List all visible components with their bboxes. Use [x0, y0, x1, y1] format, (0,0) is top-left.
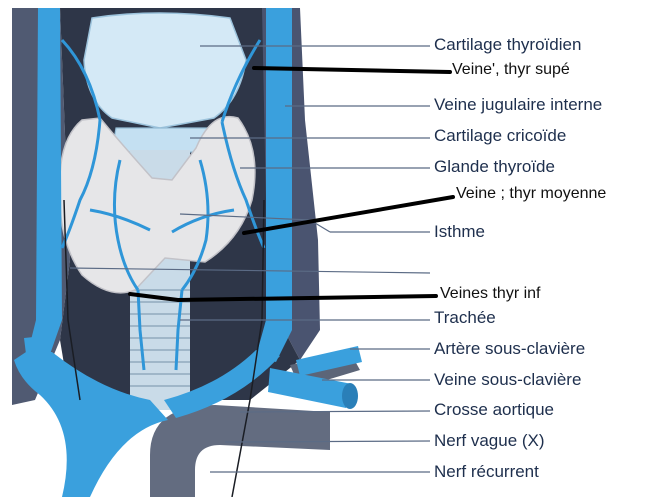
label-superior-thyroid-vein: Veine', thyr supé: [452, 60, 570, 80]
label-subclavian-vein: Veine sous-clavière: [434, 370, 581, 390]
label-thyroid-gland: Glande thyroïde: [434, 157, 555, 177]
left-stub-vein: [24, 336, 46, 354]
label-thyroid-cartilage: Cartilage thyroïdien: [434, 35, 581, 55]
subclavian-vein-end: [342, 383, 358, 409]
label-vagus-nerve: Nerf vague (X): [434, 431, 545, 451]
thyroid-cartilage: [84, 13, 246, 128]
label-subclavian-artery: Artère sous-clavière: [434, 339, 585, 359]
label-aortic-arch: Crosse aortique: [434, 400, 554, 420]
label-internal-jugular-vein: Veine jugulaire interne: [434, 95, 602, 115]
label-trachea: Trachée: [434, 308, 496, 328]
label-recurrent-nerve: Nerf récurrent: [434, 462, 539, 482]
label-middle-thyroid-vein: Veine ; thyr moyenne: [456, 184, 606, 204]
label-isthmus: Isthme: [434, 222, 485, 242]
label-cricoid-cartilage: Cartilage cricoïde: [434, 126, 566, 146]
label-inferior-thyroid-veins: Veines thyr inf: [440, 284, 541, 304]
